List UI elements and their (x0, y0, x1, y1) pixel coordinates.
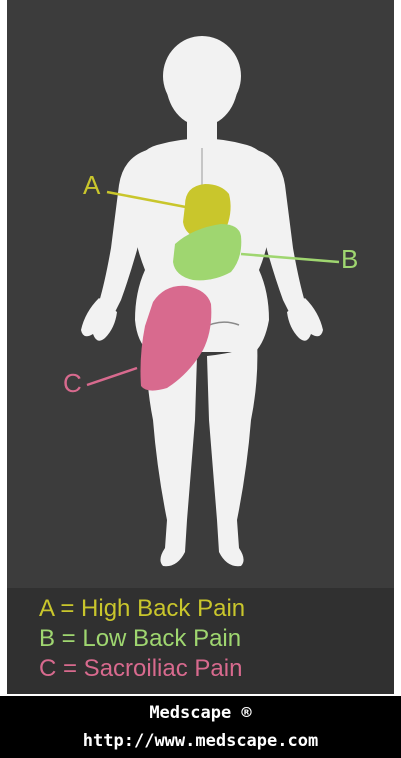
footer-url: http://www.medscape.com (0, 730, 401, 752)
footer-banner: Medscape ® http://www.medscape.com (0, 696, 401, 758)
legend-item-high-back-pain: A = High Back Pain (39, 596, 245, 622)
footer-brand: Medscape ® (0, 702, 401, 724)
body-diagram-panel: A B C (7, 0, 394, 588)
legend-item-low-back-pain: B = Low Back Pain (39, 626, 241, 652)
callout-label-b: B (341, 244, 358, 274)
hair-shape (163, 36, 241, 116)
legend-item-sacroiliac-pain: C = Sacroiliac Pain (39, 656, 242, 682)
legend-panel: A = High Back Pain B = Low Back Pain C =… (7, 588, 394, 694)
callout-label-a: A (83, 170, 101, 200)
callout-line-c (87, 368, 137, 385)
right-leg-shape (207, 340, 257, 566)
callout-label-c: C (63, 368, 82, 398)
body-diagram: A B C (7, 0, 394, 588)
